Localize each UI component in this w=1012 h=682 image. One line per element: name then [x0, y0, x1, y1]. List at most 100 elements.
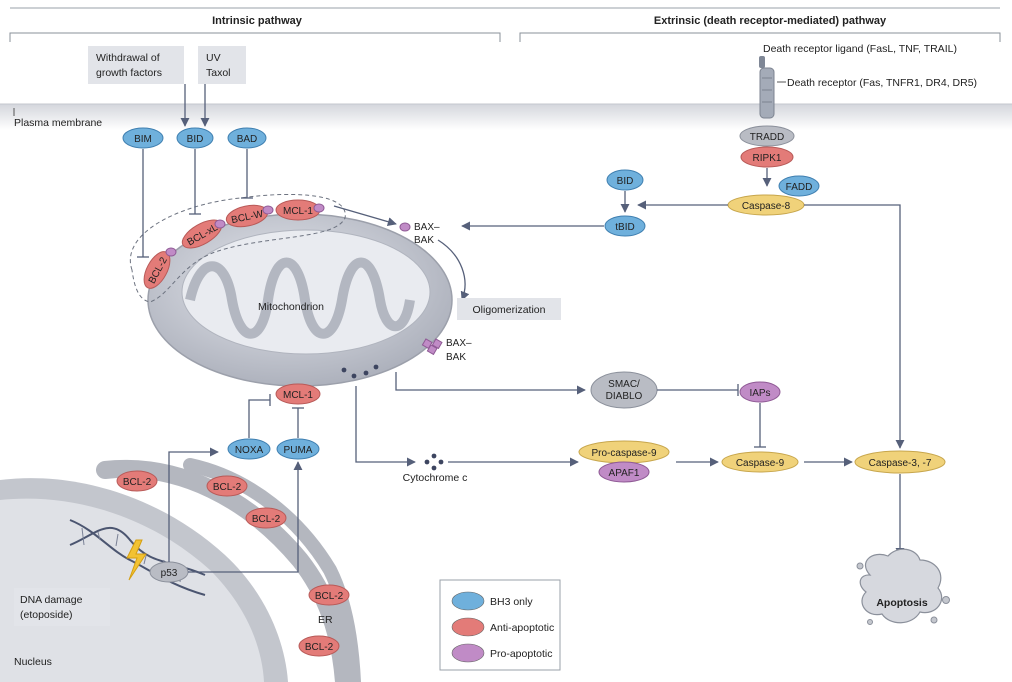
withdrawal-label-2: growth factors [96, 67, 162, 79]
casp8-to-casp37-arrow [804, 204, 905, 449]
oligomerization-box [457, 298, 561, 320]
puma-label: PUMA [284, 445, 313, 456]
smac-diablo-node [590, 371, 658, 409]
procaspase9-label: Pro-caspase-9 [591, 448, 656, 459]
apoptosis-label: Apoptosis [876, 597, 927, 609]
bcl2-er-node-3 [245, 507, 287, 529]
extrinsic-bracket [519, 32, 1001, 42]
p53-label: p53 [161, 568, 178, 579]
bak-top-label: BAK [414, 235, 434, 246]
cytochrome-dots-mito [341, 364, 379, 379]
legend-label-anti: Anti-apoptotic [490, 622, 554, 634]
tradd-node [739, 125, 795, 147]
bid-top-label: BID [187, 134, 204, 145]
mcl1-bottom-node [275, 383, 321, 405]
smac-label-1: SMAC/ [608, 379, 640, 390]
mito-to-cytc-arrow [355, 386, 416, 467]
bcl2-er-label-4: BCL-2 [315, 591, 344, 602]
withdrawal-label-1: Withdrawal of [96, 52, 160, 64]
noxa-puma-inhibition-lines [248, 394, 304, 438]
tbid-node [604, 215, 646, 237]
caspase37-node [854, 450, 946, 474]
bax-top-icon [399, 222, 411, 232]
mcl1-bottom-label: MCL-1 [283, 390, 313, 401]
legend-label-pro: Pro-apoptotic [490, 648, 552, 660]
mito-to-smac-arrow [395, 372, 586, 395]
bax-bak-oligomer-icon [421, 338, 443, 356]
bcl2-er-label-2: BCL-2 [213, 482, 242, 493]
bcl2-er-node-2 [206, 475, 248, 497]
bid-right-node [606, 169, 644, 191]
bound-pro-apoptotic-icons [165, 203, 325, 257]
withdrawal-box [88, 46, 184, 84]
bim-node [122, 127, 164, 149]
bcl2-er-node-1 [116, 470, 158, 492]
ripk1-label: RIPK1 [753, 153, 782, 164]
legend-swatch-bh3 [451, 591, 485, 611]
bcl2-mito-node: BCL-2 [143, 251, 171, 289]
caspase9-node [721, 451, 799, 473]
extrinsic-header: Extrinsic (death receptor-mediated) path… [654, 15, 887, 27]
puma-node [276, 438, 320, 460]
anti-apoptotic-complex-outline [129, 194, 346, 303]
oligomerization-arrow [437, 239, 470, 301]
fadd-node [778, 175, 820, 197]
legend-swatch-anti [451, 617, 485, 637]
nucleus-label: Nucleus [14, 656, 52, 668]
bax-bottom-label: BAX– [446, 338, 472, 349]
nucleus-er-icon [0, 458, 361, 682]
er-label: ER [318, 614, 333, 626]
apaf1-node [598, 461, 650, 483]
intrinsic-header: Intrinsic pathway [212, 15, 303, 27]
cytochrome-c-label: Cytochrome c [403, 472, 468, 484]
uv-label: UV [206, 52, 221, 64]
tbid-label: tBID [615, 222, 634, 233]
oligomerization-label: Oligomerization [473, 304, 546, 316]
intrinsic-bracket [9, 32, 501, 42]
dna-damage-label-1: DNA damage [20, 594, 83, 606]
bad-node [227, 127, 267, 149]
mcl1-top-label: MCL-1 [283, 206, 313, 217]
bak-bottom-label: BAK [446, 352, 466, 363]
mitochondrion-icon [147, 213, 453, 387]
bclw-node: BCL-W [225, 204, 269, 228]
lightning-bolt-icon [126, 539, 147, 581]
dna-damage-box [14, 588, 110, 626]
bax-top-label: BAX– [414, 222, 440, 233]
receptor-label: Death receptor (Fas, TNFR1, DR4, DR5) [787, 77, 977, 89]
bid-right-label: BID [617, 176, 634, 187]
plasma-membrane-label: Plasma membrane [14, 117, 102, 129]
bim-label: BIM [134, 134, 152, 145]
legend-label-bh3: BH3 only [490, 596, 533, 608]
bcl2-er-node-4 [308, 584, 350, 606]
bcl2-er-label-1: BCL-2 [123, 477, 152, 488]
bad-label: BAD [237, 134, 258, 145]
caspase9-label: Caspase-9 [736, 458, 785, 469]
uv-taxol-box [198, 46, 246, 84]
taxol-label: Taxol [206, 67, 231, 79]
tradd-label: TRADD [750, 132, 784, 143]
cytochrome-c-dots [424, 453, 444, 471]
apaf1-label: APAF1 [609, 468, 640, 479]
caspase37-label: Caspase-3, -7 [869, 458, 932, 469]
ripk1-node [740, 146, 794, 168]
mcl1-to-bax-arrow [333, 205, 397, 227]
death-receptor-icon [759, 56, 775, 119]
legend: BH3 only Anti-apoptotic Pro-apoptotic [439, 579, 561, 671]
mitochondrion-label: Mitochondrion [258, 301, 324, 313]
ligand-label: Death receptor ligand (FasL, TNF, TRAIL) [763, 43, 957, 55]
bcl2-er-label-5: BCL-2 [305, 642, 334, 653]
dna-damage-label-2: (etoposide) [20, 609, 73, 621]
noxa-label: NOXA [235, 445, 264, 456]
apoptotic-cell-icon [856, 548, 950, 625]
bcl2-er-label-3: BCL-2 [252, 514, 281, 525]
caspase8-label: Caspase-8 [742, 201, 791, 212]
bid-top-node [176, 127, 214, 149]
p53-to-noxa-arrow [168, 447, 219, 562]
plasma-membrane [0, 104, 1012, 130]
iaps-label: IAPs [749, 388, 770, 399]
bcl2-er-node-5 [298, 635, 340, 657]
iaps-node [739, 381, 781, 403]
legend-swatch-pro [451, 643, 485, 663]
